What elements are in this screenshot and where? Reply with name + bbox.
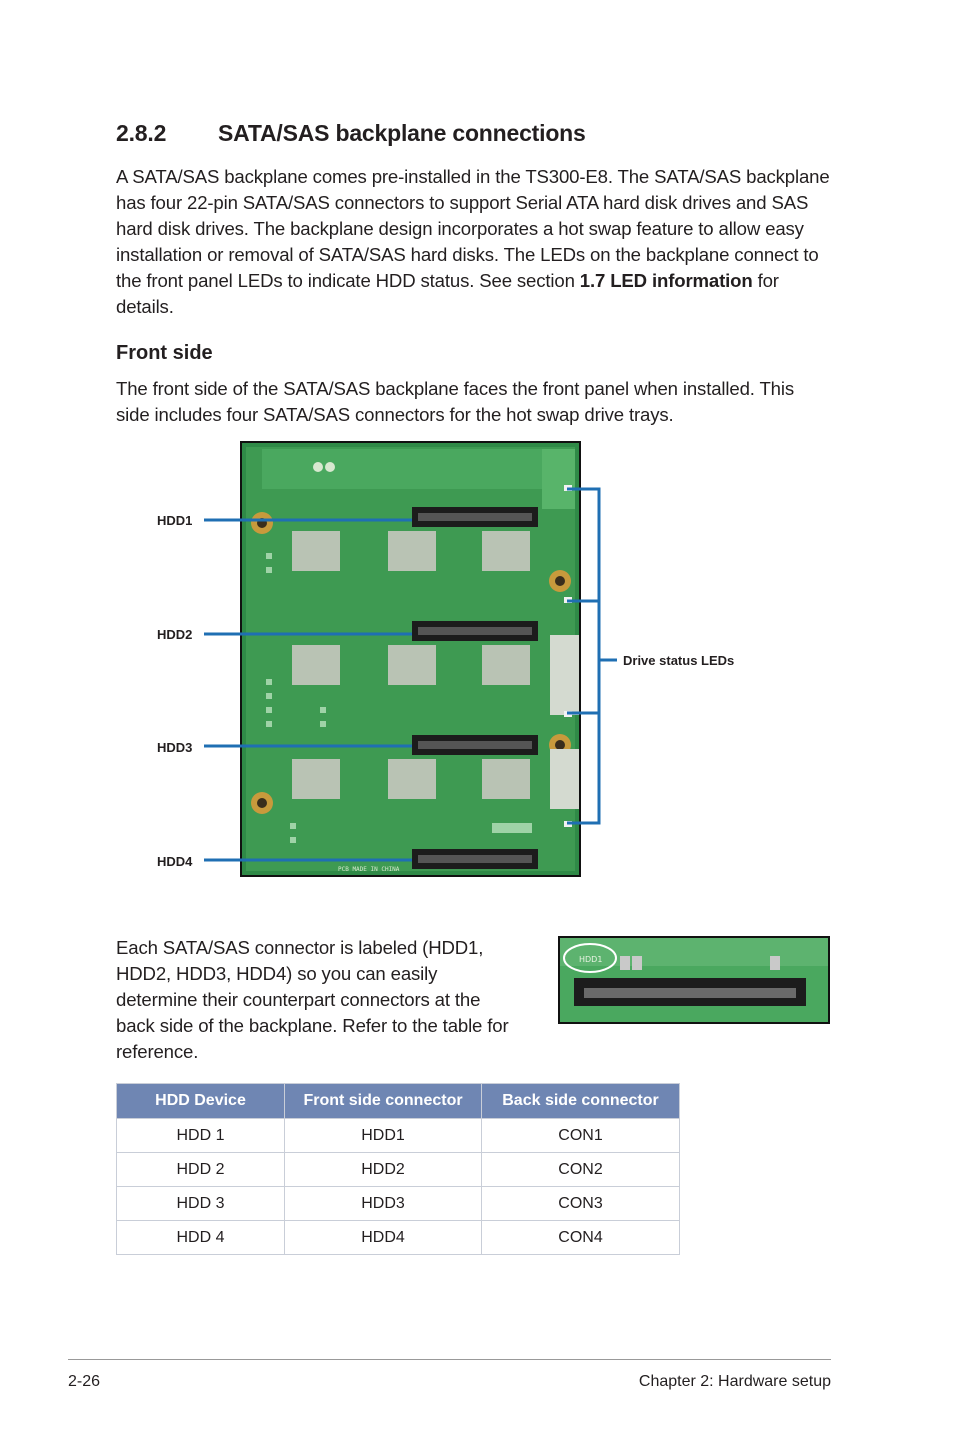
connector-hdd4 [412, 849, 538, 869]
table-row: HDD 3 HDD3 CON3 [116, 1186, 680, 1221]
table-row: HDD 2 HDD2 CON2 [116, 1152, 680, 1187]
header-back-connector: Back side connector [481, 1083, 680, 1119]
section-number: 2.8.2 [116, 120, 167, 146]
table-cell: CON4 [481, 1220, 680, 1255]
table-row: HDD 1 HDD1 CON1 [116, 1118, 680, 1153]
label-hdd2: HDD2 [157, 627, 193, 642]
table-cell: CON3 [481, 1186, 680, 1221]
pcb-marking: PCB MADE IN CHINA [338, 866, 400, 873]
header-hdd-device: HDD Device [116, 1083, 285, 1119]
label-hdd4: HDD4 [157, 854, 193, 869]
chapter-title: Chapter 2: Hardware setup [638, 1373, 831, 1390]
header-front-connector: Front side connector [284, 1083, 482, 1119]
connector-hdd1 [412, 507, 538, 527]
intro-paragraph: A SATA/SAS backplane comes pre-installed… [116, 164, 836, 320]
table-cell: HDD4 [284, 1220, 482, 1255]
connector-hdd3 [412, 735, 538, 755]
connector-hdd2 [412, 621, 538, 641]
footer-divider [68, 1359, 831, 1360]
callout-lines [204, 487, 617, 862]
backplane-photo: PCB MADE IN CHINA [240, 441, 581, 877]
table-row: HDD 4 HDD4 CON4 [116, 1220, 680, 1255]
table-cell: CON2 [481, 1152, 680, 1187]
table-cell: CON1 [481, 1118, 680, 1153]
front-side-heading: Front side [116, 342, 213, 364]
section-title: SATA/SAS backplane connections [218, 120, 586, 146]
connector-note-paragraph: Each SATA/SAS connector is labeled (HDD1… [116, 937, 509, 1062]
label-hdd1: HDD1 [157, 513, 193, 528]
connector-closeup-photo: HDD1 [558, 936, 830, 1024]
section-heading: 2.8.2 SATA/SAS backplane connections [116, 120, 586, 147]
table-cell: HDD1 [284, 1118, 482, 1153]
led-info-reference: 1.7 LED information [579, 270, 753, 291]
backplane-board-illustration: PCB MADE IN CHINA [242, 443, 579, 875]
table-cell: HDD3 [284, 1186, 482, 1221]
table-cell: HDD 2 [116, 1152, 285, 1187]
front-side-paragraph: The front side of the SATA/SAS backplane… [116, 378, 794, 425]
page-number: 2-26 [68, 1373, 101, 1390]
table-cell: HDD 4 [116, 1220, 285, 1255]
hdd-connector-table: HDD Device Front side connector Back sid… [116, 1083, 680, 1255]
connector-closeup-illustration: HDD1 [560, 938, 828, 1022]
table-cell: HDD 1 [116, 1118, 285, 1153]
table-header-row: HDD Device Front side connector Back sid… [116, 1083, 680, 1119]
thumb-hdd1-label: HDD1 [579, 955, 602, 964]
intro-suffix: for details. [116, 270, 779, 317]
intro-text: A SATA/SAS backplane comes pre-installed… [116, 166, 830, 291]
table-cell: HDD2 [284, 1152, 482, 1187]
table-cell: HDD 3 [116, 1186, 285, 1221]
label-drive-status-leds: Drive status LEDs [623, 653, 735, 668]
label-hdd3: HDD3 [157, 740, 193, 755]
